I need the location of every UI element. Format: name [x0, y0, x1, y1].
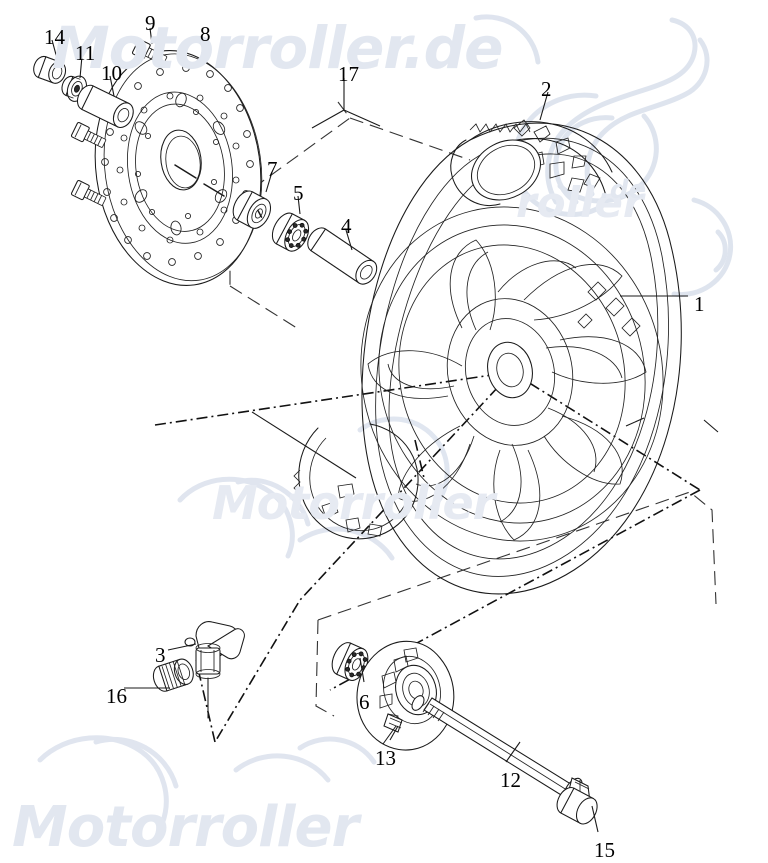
callout-tire: 2: [541, 77, 552, 101]
part-3-valve-stem: [184, 621, 245, 719]
axle-nut-and-part-15-cap: [556, 777, 598, 825]
callout-valve-cap: 16: [106, 684, 127, 708]
callout-valve-stem: 3: [155, 643, 166, 667]
part-4-spacer-tube: [307, 227, 378, 285]
callout-wheel-axle: 12: [500, 768, 521, 792]
callout-bearing: 6: [359, 690, 370, 714]
callout-oil-seal: 7: [267, 157, 278, 181]
callout-bushing: 14: [44, 25, 65, 49]
leader-lines: [51, 27, 688, 833]
part-14-bushing: [33, 55, 67, 84]
callout-wheel-rim: 1: [694, 292, 705, 316]
assembly-centerlines: [154, 371, 701, 743]
callout-speedometer-drive: 13: [375, 746, 396, 770]
part-1-wheel-and-part-2-tire: [251, 119, 682, 595]
part-7-oil-seal: [232, 190, 272, 229]
part-10-collar-sleeve: [76, 84, 134, 129]
part-12-wheel-axle: [411, 695, 575, 799]
part-6-bearing: [331, 642, 369, 681]
part-15-cap-nut: [556, 786, 598, 825]
part-13-speedometer-drive: [356, 640, 455, 751]
part-9-disc-bolts: [70, 38, 168, 206]
callout-brake-disc: 8: [200, 22, 211, 46]
callout-collar-sleeve: 10: [101, 61, 122, 85]
callout-washer-nut: 11: [75, 41, 96, 65]
part-8-brake-disc: [94, 50, 263, 286]
callout-spacer-tube: 4: [341, 214, 352, 238]
callout-ball-bearing: 5: [293, 181, 304, 205]
callout-assembly-group: 17: [338, 62, 359, 86]
group-outline-lower: [315, 491, 717, 717]
part-16-valve-cap: [152, 658, 194, 692]
callout-disc-bolt: 9: [145, 11, 156, 35]
callout-axle-cap-nut: 15: [594, 838, 615, 862]
part-5-ball-bearing: [271, 212, 310, 252]
